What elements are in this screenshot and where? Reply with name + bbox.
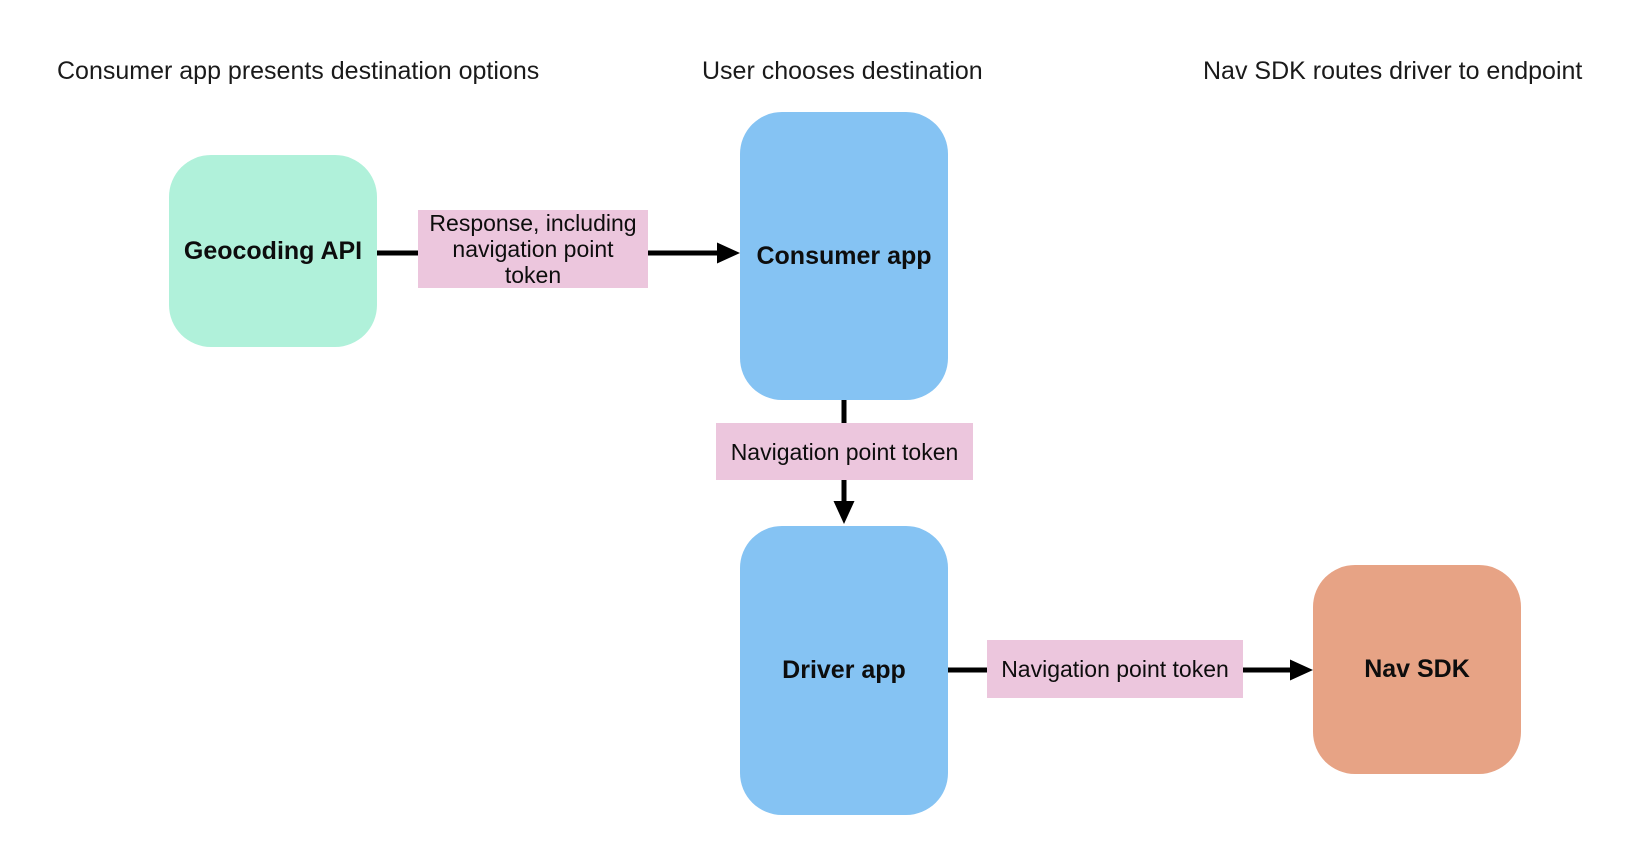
arrowhead-to-navsdk-icon: [1290, 659, 1313, 681]
node-label-consumer-app: Consumer app: [756, 241, 932, 270]
node-label-nav-sdk: Nav SDK: [1364, 655, 1470, 683]
stage-label-user-chooses: User chooses destination: [702, 57, 983, 85]
node-driver-app: Driver app: [740, 526, 948, 815]
stage-label-consumer-presents: Consumer app presents destination option…: [57, 57, 540, 85]
arrowhead-to-driver-icon: [833, 501, 855, 524]
edge-label-navigation-point-token-driver-navsdk: Navigation point token: [987, 640, 1243, 698]
edge-label-navigation-point-token-consumer-driver: Navigation point token: [716, 423, 973, 480]
node-consumer-app: Consumer app: [740, 112, 948, 400]
node-label-geocoding-api: Geocoding API: [183, 236, 363, 265]
node-geocoding-api: Geocoding API: [169, 155, 377, 347]
node-nav-sdk: Nav SDK: [1313, 565, 1521, 774]
stage-label-navsdk-routes: Nav SDK routes driver to endpoint: [1203, 57, 1583, 85]
edge-label-response-including-token: Response, including navigation point tok…: [418, 210, 648, 288]
arrowhead-to-consumer-icon: [717, 242, 740, 264]
node-label-driver-app: Driver app: [782, 656, 906, 684]
